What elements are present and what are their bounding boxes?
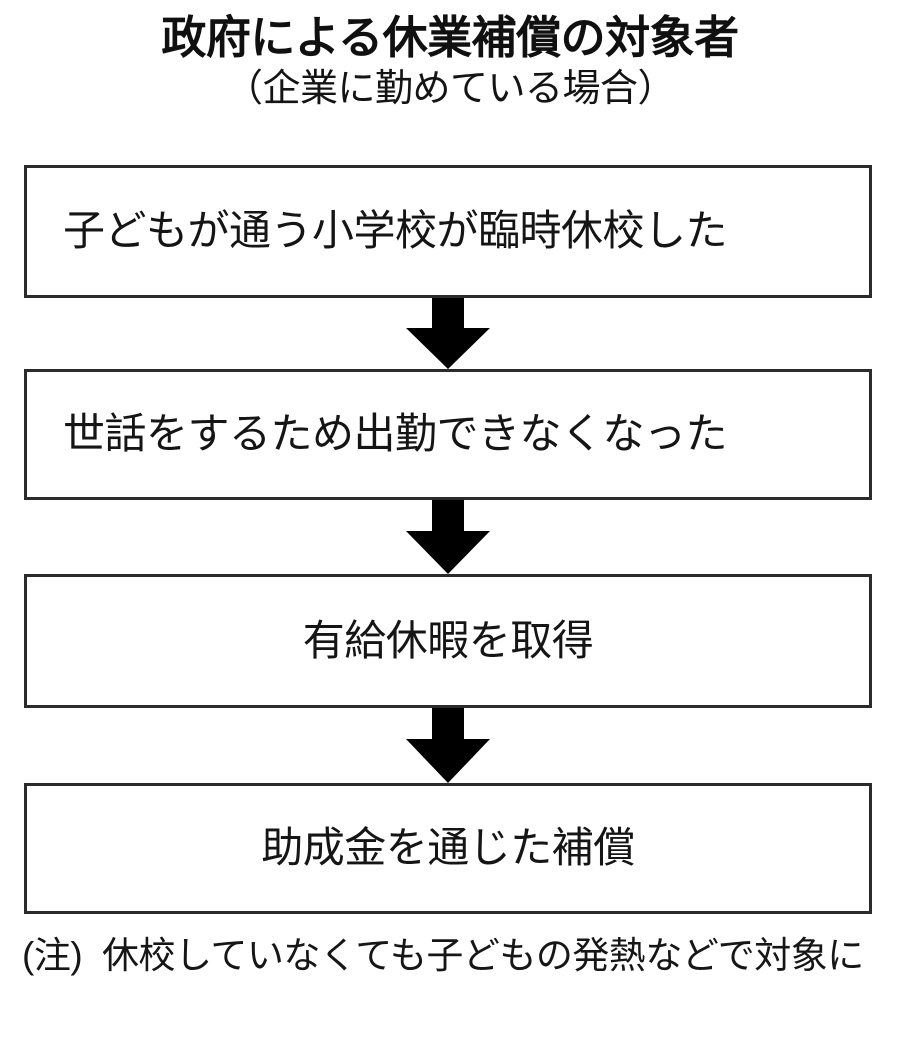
figure-heading: 政府による休業補償の対象者 （企業に勤めている場合）	[0, 12, 900, 111]
page-title: 政府による休業補償の対象者	[161, 12, 739, 63]
flow-connector-2	[24, 500, 872, 574]
down-arrow-icon	[406, 500, 490, 574]
flow-step-label: 子どもが通う小学校が臨時休校した	[63, 207, 728, 255]
footnote: (注) 休校していなくても子どもの発熱などで対象に	[22, 932, 878, 979]
footnote-body: (注) 休校していなくても子どもの発熱などで対象に	[22, 932, 878, 979]
flow-diagram: 子どもが通う小学校が臨時休校した 世話をするため出勤できなくなった 有給休暇を取…	[24, 165, 872, 914]
flow-step-label: 助成金を通じた補償	[261, 824, 635, 872]
down-arrow-icon	[406, 298, 490, 369]
flow-connector-3	[24, 708, 872, 783]
footnote-tag: (注)	[22, 935, 83, 976]
footnote-text: 休校していなくても子どもの発熱などで対象に	[102, 935, 864, 976]
flow-step-take-paid-leave: 有給休暇を取得	[24, 574, 872, 708]
flow-step-school-closed: 子どもが通う小学校が臨時休校した	[24, 165, 872, 298]
flow-step-cannot-work: 世話をするため出勤できなくなった	[24, 369, 872, 500]
flow-connector-1	[24, 298, 872, 369]
flow-step-subsidy-compensation: 助成金を通じた補償	[24, 783, 872, 914]
down-arrow-icon	[406, 708, 490, 783]
page-subtitle: （企業に勤めている場合）	[224, 67, 676, 110]
flow-step-label: 世話をするため出勤できなくなった	[63, 410, 728, 458]
flow-step-label: 有給休暇を取得	[302, 616, 594, 664]
